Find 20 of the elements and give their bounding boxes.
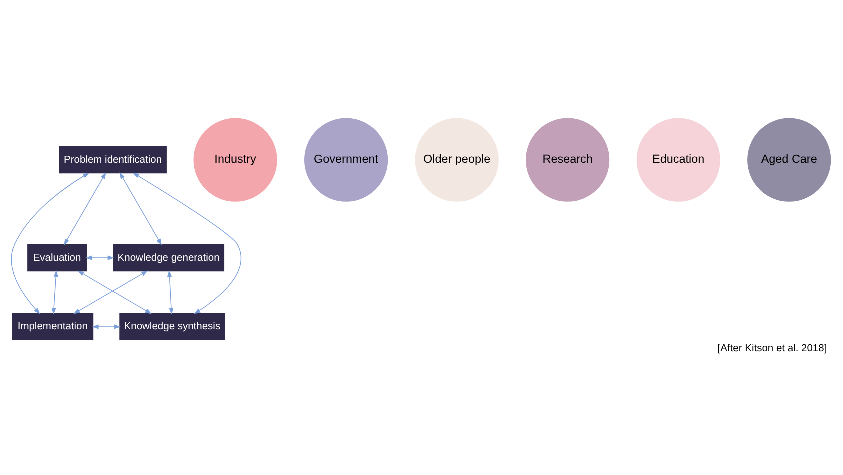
node-box: Implementation bbox=[12, 313, 94, 341]
arrow bbox=[120, 172, 162, 246]
node-circle: Government bbox=[304, 118, 389, 203]
caption: [After Kitson et al. 2018] bbox=[718, 343, 828, 354]
arrow bbox=[132, 172, 242, 314]
node-box: Knowledge synthesis bbox=[120, 313, 226, 341]
arrow bbox=[86, 256, 114, 260]
arrow bbox=[64, 172, 106, 246]
arrow bbox=[52, 270, 58, 315]
node-box: Problem identification bbox=[59, 146, 167, 174]
node-box: Knowledge generation bbox=[113, 244, 225, 272]
node-circle: Research bbox=[525, 118, 610, 203]
node-circle: Aged Care bbox=[746, 118, 832, 203]
arrow bbox=[92, 324, 121, 330]
node-box: Evaluation bbox=[28, 244, 87, 272]
arrow bbox=[11, 172, 90, 314]
arrow bbox=[167, 270, 174, 315]
node-circle: Industry bbox=[193, 118, 278, 203]
node-circle: Education bbox=[636, 118, 722, 203]
node-circle: Older people bbox=[414, 118, 500, 203]
